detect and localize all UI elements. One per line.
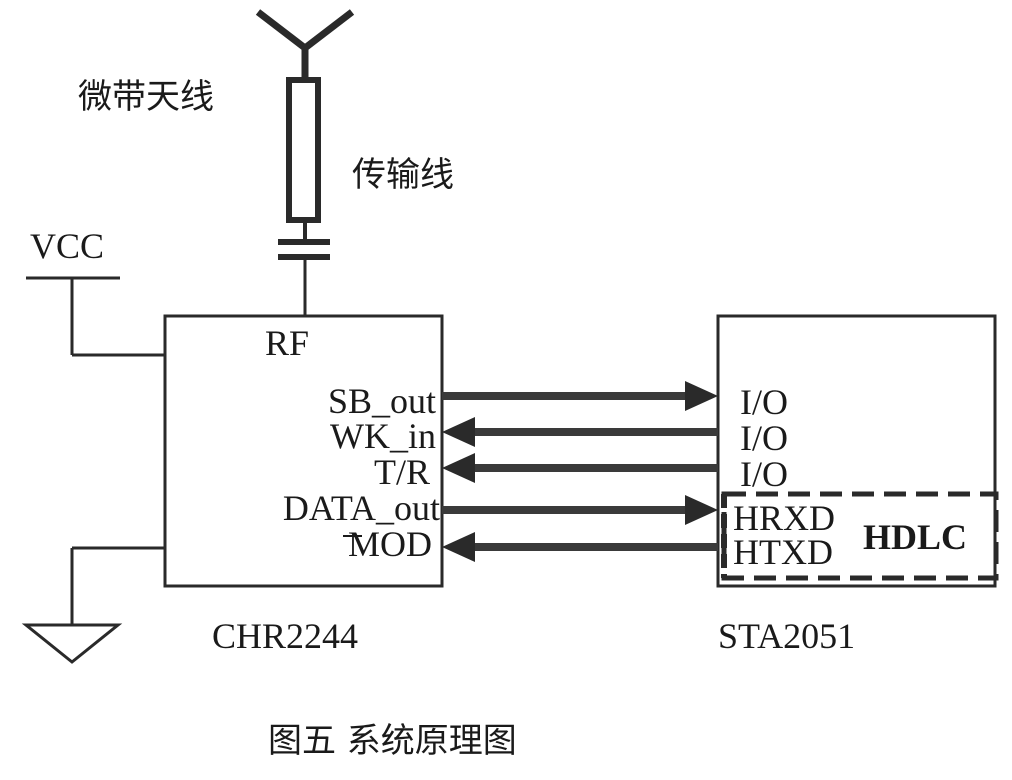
bus-io-to-wk-in: [442, 417, 718, 447]
pin-io-3: I/O: [740, 454, 788, 494]
pin-tr: T/R: [374, 452, 430, 492]
pin-io-1: I/O: [740, 382, 788, 422]
hdlc-label: HDLC: [863, 517, 967, 557]
pin-io-2: I/O: [740, 418, 788, 458]
pin-mod: MOD: [348, 524, 432, 564]
pin-sb-out: SB_out: [328, 381, 436, 421]
arrow-right-icon: [685, 381, 718, 411]
pin-htxd: HTXD: [733, 532, 833, 572]
transmission-line-icon: [286, 77, 321, 223]
arrow-left-icon: [442, 453, 475, 483]
bus-sb-out-to-io: [442, 381, 718, 411]
arrow-left-icon: [442, 417, 475, 447]
sta2051-label: STA2051: [718, 616, 855, 656]
microstrip-antenna-icon: [255, 9, 355, 80]
bus-data-out-to-hrxd: [442, 495, 718, 525]
arrow-right-icon: [685, 495, 718, 525]
vcc-rail: [26, 276, 165, 357]
chr2244-label: CHR2244: [212, 616, 358, 656]
figure-caption: 图五 系统原理图: [268, 721, 517, 761]
transmission-line-label: 传输线: [352, 155, 454, 195]
pin-hrxd: HRXD: [733, 498, 835, 538]
pin-rf: RF: [265, 323, 309, 363]
chr2244-chip: [163, 314, 444, 588]
bus-io-to-tr: [442, 453, 718, 483]
arrow-left-icon: [442, 532, 475, 562]
sta2051-chip: [716, 314, 997, 588]
vcc-label: VCC: [30, 226, 104, 266]
ground-icon: [21, 546, 165, 664]
capacitor-icon: [278, 239, 330, 260]
hdlc-block: [721, 491, 999, 581]
antenna-label: 微带天线: [78, 77, 214, 117]
pin-data-out: DATA_out: [283, 488, 440, 528]
pin-wk-in: WK_in: [330, 416, 436, 456]
bus-htxd-to-mod: [442, 532, 718, 562]
